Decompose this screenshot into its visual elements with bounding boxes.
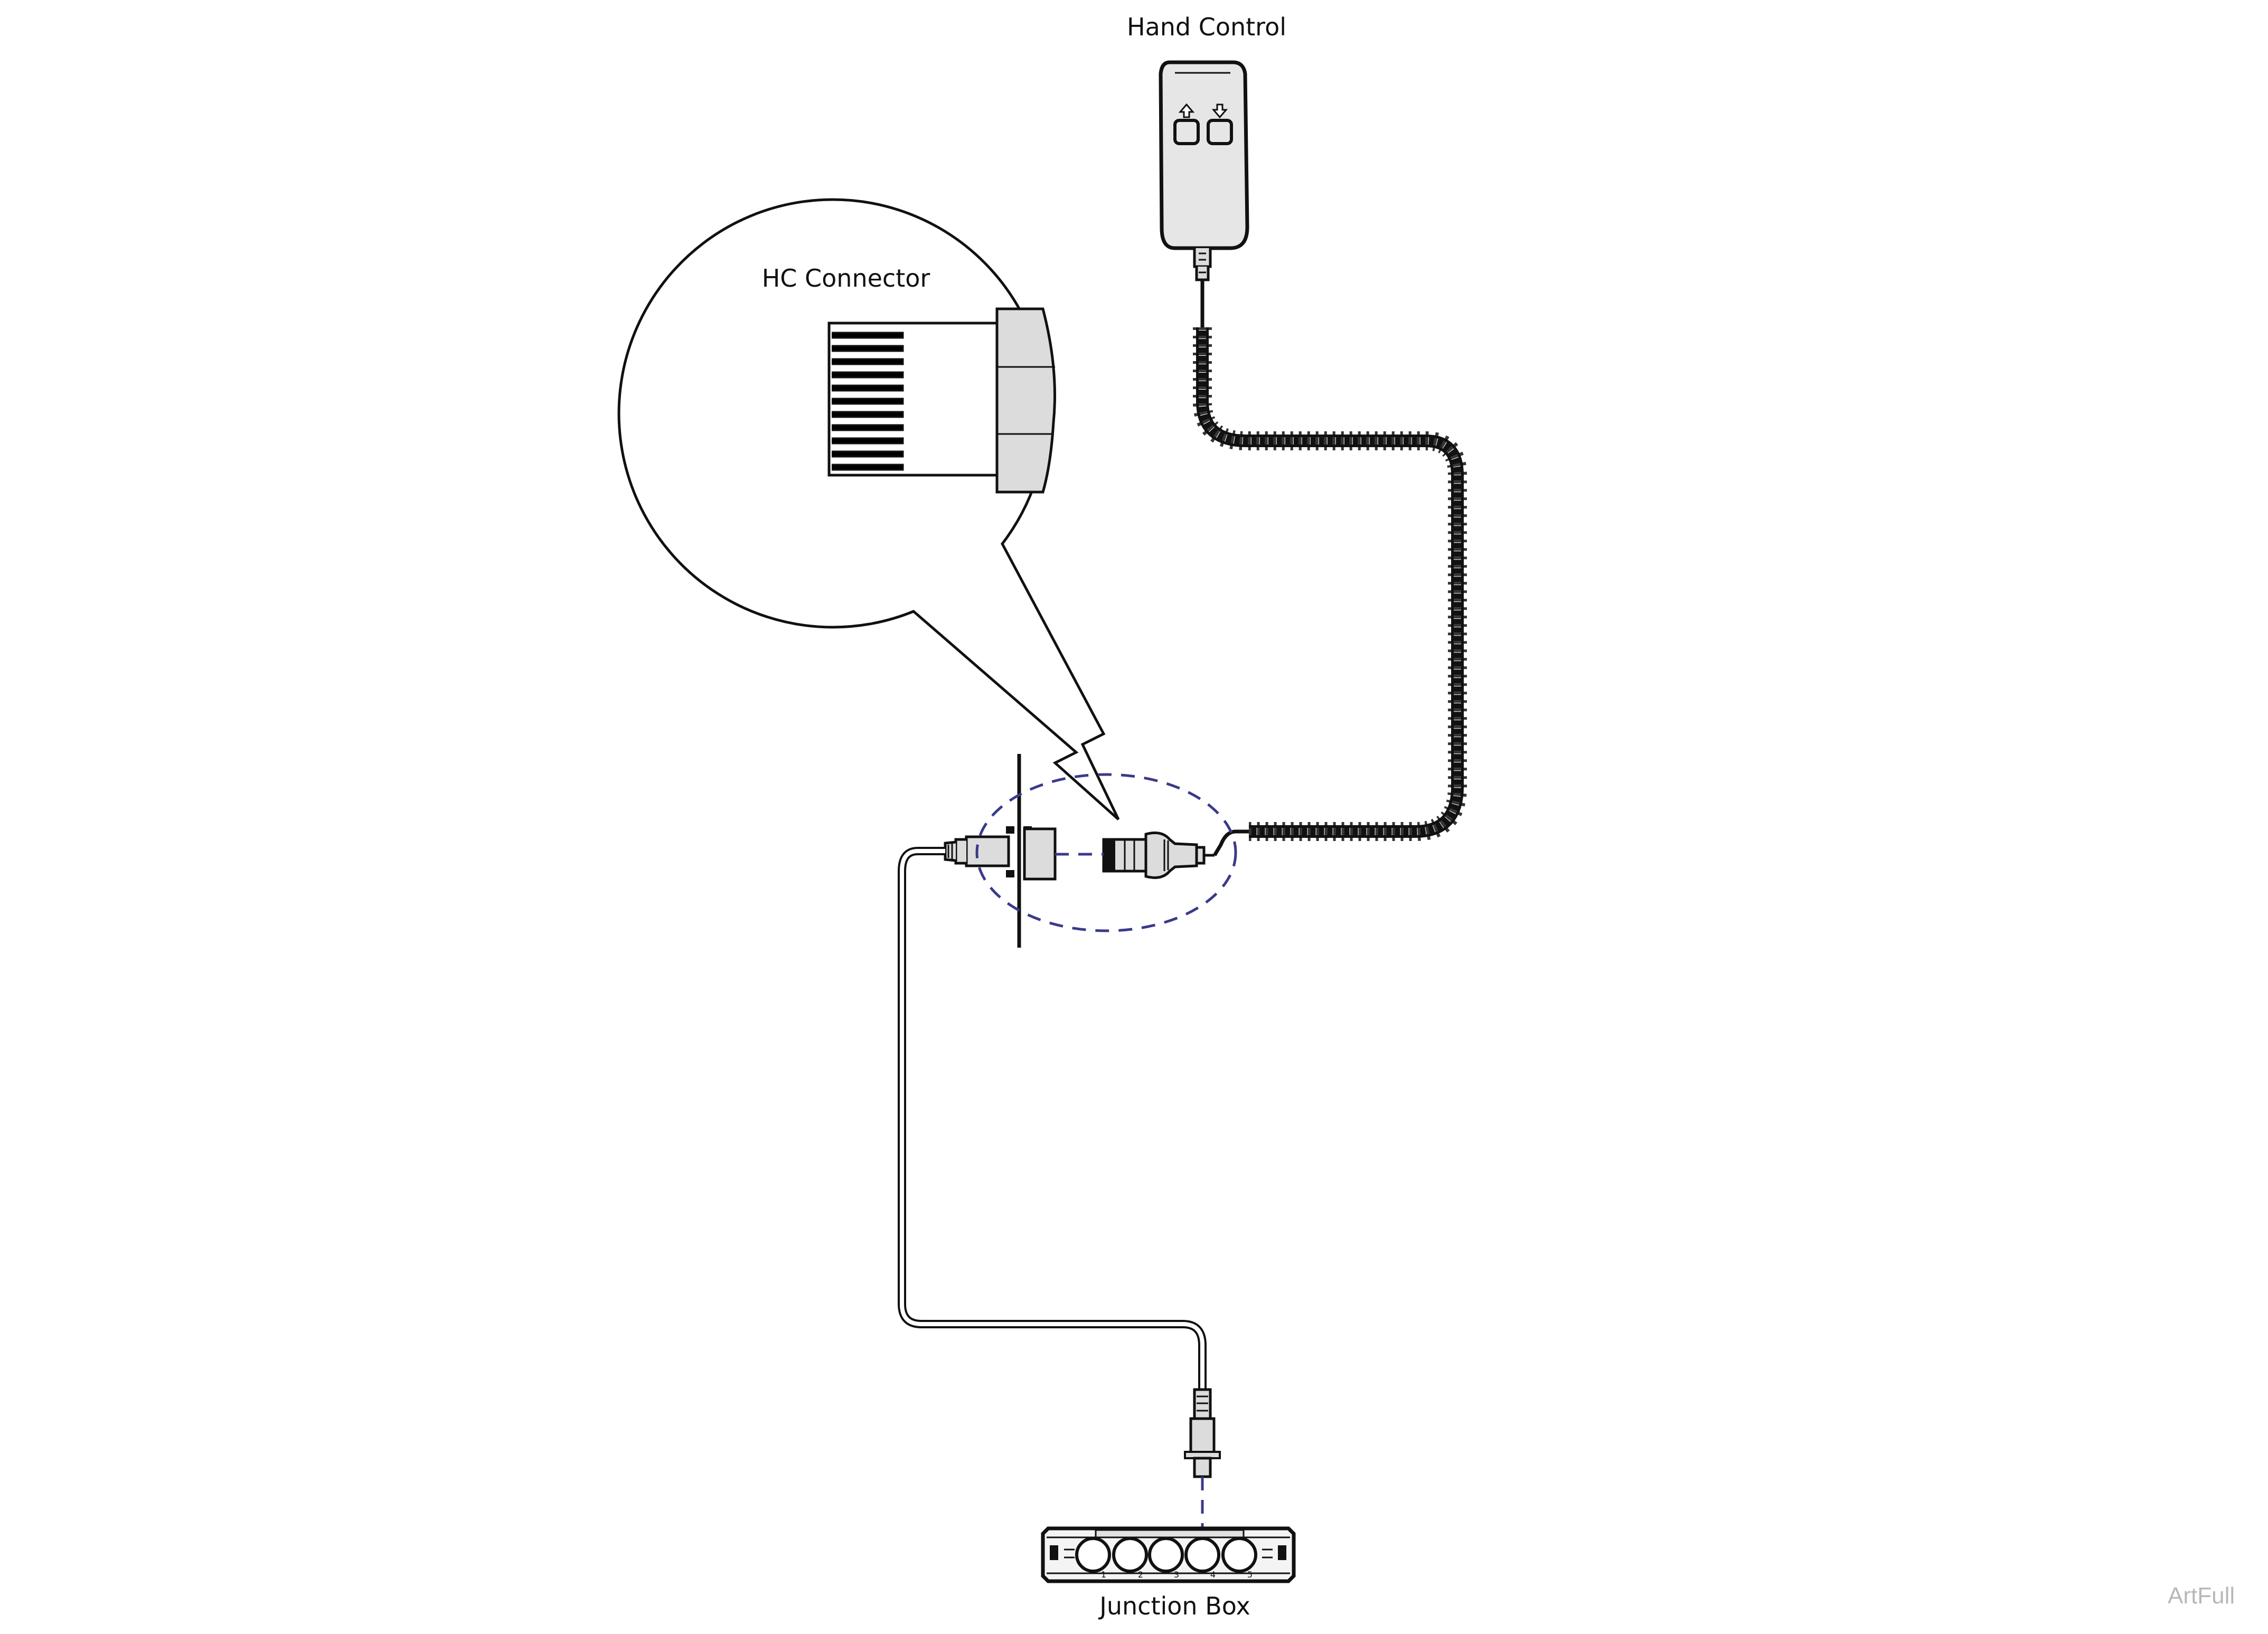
panel-connector: [944, 754, 1057, 948]
hc-cable-plug: [1102, 832, 1215, 879]
junction-port-label-5: 5: [1247, 1570, 1253, 1580]
junction-port-2: [1112, 1537, 1148, 1573]
junction-port-5: [1221, 1537, 1257, 1573]
hand-control-body: [1159, 60, 1249, 250]
coil-cord-path: [1196, 327, 1464, 838]
junction-port-4: [1184, 1537, 1220, 1573]
watermark: ArtFull: [2168, 1583, 2235, 1609]
hand-control-label: Hand Control: [1126, 13, 1287, 41]
junction-port-label-4: 4: [1210, 1570, 1216, 1580]
down-button: [1207, 119, 1233, 145]
junction-port-1: [1075, 1537, 1111, 1573]
junction-box-ports: [1075, 1537, 1257, 1573]
connection-highlight-ellipse: [975, 773, 1237, 932]
up-button: [1173, 119, 1200, 145]
junction-port-label-2: 2: [1138, 1570, 1143, 1580]
hc-connector-housing: [995, 307, 1056, 494]
panel-cable: [898, 847, 1207, 1391]
junction-port-3: [1148, 1537, 1184, 1573]
junction-box-label: Junction Box: [1099, 1592, 1250, 1620]
down-arrow-icon: [1211, 103, 1228, 119]
panel-flange: [1023, 827, 1057, 881]
junction-port-label-1: 1: [1101, 1570, 1106, 1580]
hc-plug-grip: [1144, 832, 1198, 879]
junction-port-label-3: 3: [1174, 1570, 1179, 1580]
hc-connector-label: HC Connector: [761, 264, 930, 292]
up-arrow-icon: [1178, 103, 1195, 118]
magnifier-outline: [617, 198, 1120, 820]
junction-box: 1 2 3 4 5: [1041, 1526, 1296, 1583]
panel-connector-body: [965, 835, 1010, 867]
hc-connector-callout: [617, 198, 1120, 820]
junction-box-plug: [1184, 1388, 1221, 1478]
hand-control: [1159, 60, 1249, 281]
dashed-guides: [975, 773, 1237, 1560]
